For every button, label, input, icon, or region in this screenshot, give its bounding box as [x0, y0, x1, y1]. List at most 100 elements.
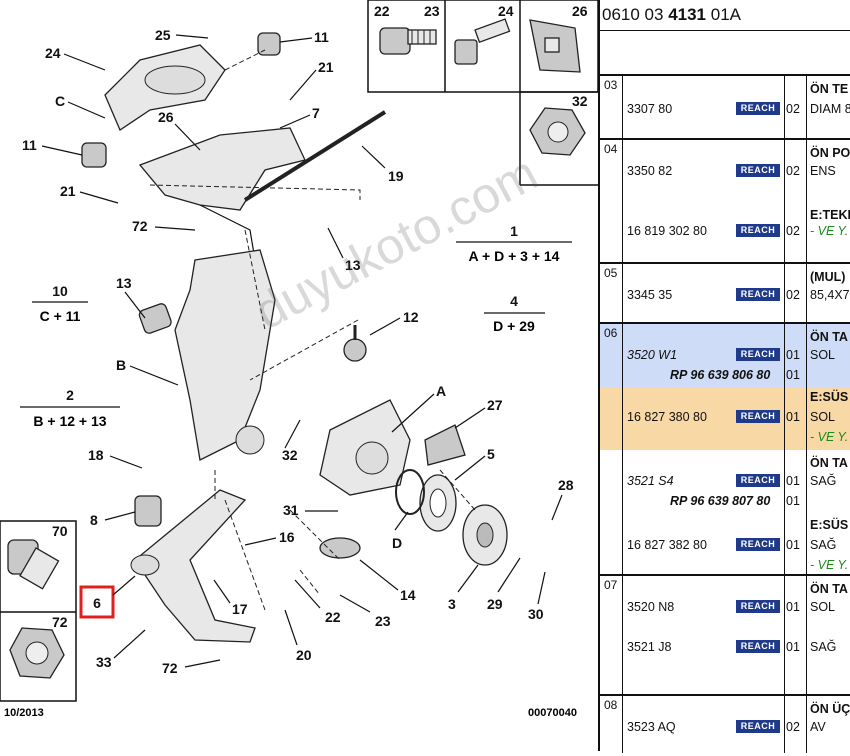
bushing-13	[138, 303, 172, 334]
clip-26-icon	[529, 19, 581, 73]
svg-text:A: A	[436, 383, 446, 399]
reach-badge: REACH	[736, 538, 780, 551]
nut-72-icon	[9, 627, 65, 679]
svg-text:28: 28	[558, 477, 574, 493]
kit-4-components: D + 29	[493, 318, 535, 334]
kit-1-components: A + D + 3 + 14	[469, 248, 560, 264]
inset-label-23: 23	[424, 3, 440, 19]
svg-text:13: 13	[345, 257, 361, 273]
inset-label-24: 24	[498, 3, 514, 19]
clamp-ring-d	[395, 469, 425, 515]
reach-badge: REACH	[736, 348, 780, 361]
ball-joint-12	[343, 325, 367, 362]
steering-knuckle-b	[174, 249, 276, 461]
svg-text:5: 5	[487, 446, 495, 462]
bolt-22-23-icon	[379, 27, 437, 55]
svg-text:19: 19	[388, 168, 404, 184]
sensor-14	[319, 537, 361, 559]
svg-text:8: 8	[90, 512, 98, 528]
callout-labels: 24 25 11 21 7 C 26 11 21 19 72 13 13 B 1…	[22, 27, 574, 676]
svg-text:14: 14	[400, 587, 416, 603]
nut-32-icon	[529, 107, 586, 156]
row-highlight-orange	[600, 388, 850, 450]
svg-text:27: 27	[487, 397, 503, 413]
svg-text:3: 3	[448, 596, 456, 612]
inset-label-72: 72	[52, 614, 68, 630]
svg-text:31: 31	[283, 502, 299, 518]
svg-text:2: 2	[66, 387, 74, 403]
lower-control-arm-6	[130, 489, 256, 643]
svg-text:1: 1	[510, 223, 518, 239]
strut-mount-c	[104, 44, 226, 131]
kit-10-components: C + 11	[40, 308, 81, 324]
svg-text:23: 23	[375, 613, 391, 629]
reference-number: 0610 03 4131 01A	[600, 0, 850, 31]
inset-label-70: 70	[52, 523, 68, 539]
svg-text:18: 18	[88, 447, 104, 463]
bolt-24-icon	[454, 18, 511, 65]
assembly-dashed-lines	[149, 49, 476, 611]
svg-text:30: 30	[528, 606, 544, 622]
svg-text:10: 10	[52, 283, 68, 299]
hub-carrier-a	[319, 399, 411, 496]
reach-badge: REACH	[736, 474, 780, 487]
inset-label-32: 32	[572, 93, 588, 109]
row-highlight-blue	[600, 324, 850, 388]
svg-text:20: 20	[296, 647, 312, 663]
diagram-date: 10/2013	[4, 707, 44, 719]
bushing-8	[134, 495, 162, 527]
svg-text:17: 17	[232, 601, 248, 617]
reach-badge: REACH	[736, 224, 780, 237]
upper-control-arm-7	[138, 127, 306, 261]
wheel-bearing-5	[419, 474, 457, 532]
svg-text:21: 21	[60, 183, 76, 199]
kit-formula-1: 1 A + D + 3 + 14	[456, 223, 572, 264]
kit-formula-2: 2 B + 12 + 13	[20, 387, 120, 429]
svg-text:11: 11	[22, 137, 37, 153]
reach-badge: REACH	[736, 164, 780, 177]
kit-formula-4: 4 D + 29	[484, 293, 545, 334]
svg-text:72: 72	[132, 218, 148, 234]
svg-text:4: 4	[510, 293, 518, 309]
reach-badge: REACH	[736, 102, 780, 115]
svg-text:B: B	[116, 357, 126, 373]
inset-fasteners-left	[0, 520, 77, 702]
bolt-70-icon	[7, 539, 60, 590]
reach-badge: REACH	[736, 600, 780, 613]
wheel-hub-3	[462, 504, 508, 566]
svg-text:C: C	[55, 93, 65, 109]
inset-label-26: 26	[572, 3, 588, 19]
svg-text:29: 29	[487, 596, 503, 612]
reach-badge: REACH	[736, 288, 780, 301]
svg-text:21: 21	[318, 59, 334, 75]
brake-shield-27	[424, 424, 466, 466]
svg-text:26: 26	[158, 109, 174, 125]
svg-text:33: 33	[96, 654, 112, 670]
long-bolt-19	[243, 110, 387, 202]
reach-badge: REACH	[736, 640, 780, 653]
highlighted-part-6-label: 6	[93, 595, 101, 611]
svg-text:32: 32	[282, 447, 298, 463]
kit-formula-10: 10 C + 11	[32, 283, 88, 324]
exploded-parts-diagram: 22 23 24 26 32 70 72	[0, 0, 599, 719]
svg-text:D: D	[392, 535, 402, 551]
diagram-code: 00070040	[528, 707, 577, 719]
reach-badge: REACH	[736, 720, 780, 733]
svg-text:12: 12	[403, 309, 419, 325]
svg-text:72: 72	[162, 660, 178, 676]
highlighted-part-6[interactable]: 6	[79, 575, 136, 619]
reach-badge: REACH	[736, 410, 780, 423]
svg-text:13: 13	[116, 275, 132, 291]
svg-text:22: 22	[325, 609, 341, 625]
svg-text:24: 24	[45, 45, 61, 61]
svg-text:7: 7	[312, 105, 320, 121]
